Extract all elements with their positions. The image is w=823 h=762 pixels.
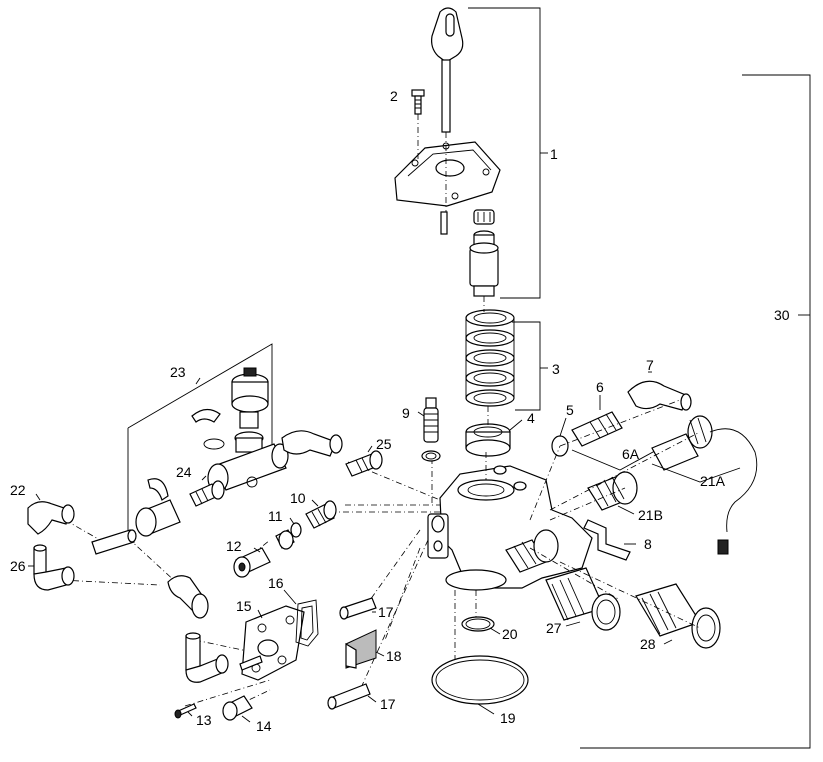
label-part-14: 14 [256,718,272,734]
label-part-19: 19 [500,710,516,726]
part-13-screw [174,703,197,719]
label-part-28: 28 [640,636,656,652]
label-part-3: 3 [552,361,560,377]
part-2-screw [411,89,425,165]
label-part-23: 23 [170,364,186,380]
part-14-cap [222,695,253,723]
bracket-3 [512,321,548,411]
part-9-injector [417,397,441,462]
label-part-6a: 6A [622,446,640,462]
part-19-oring [431,655,529,715]
label-part-17-upper: 17 [378,604,394,620]
part-6-fitting [571,395,623,447]
part-3-seal-stack [465,309,515,407]
label-part-7: 7 [646,357,654,373]
part-23-bypass-valve [135,367,343,537]
label-part-6: 6 [596,379,604,395]
bracket-1 [468,7,548,299]
label-part-12: 12 [226,538,242,554]
label-part-4: 4 [527,410,535,426]
part-17-stem-lower [327,683,377,710]
part-18-screen [345,629,385,669]
part-5-nozzle [551,417,569,457]
part-25-fitting [345,445,383,477]
part-24-connector [189,475,225,507]
label-part-10: 10 [290,490,306,506]
label-part-18: 18 [386,648,402,664]
tube-connector [91,529,137,555]
part-17-stem-upper [339,597,377,620]
bypass-pipe-assembly [167,575,229,683]
label-part-16: 16 [268,575,284,591]
label-part-26: 26 [10,558,26,574]
part-16-gasket [283,589,319,647]
label-part-21a: 21A [700,473,725,489]
label-part-1: 1 [550,146,558,162]
part-8-clip [583,519,636,561]
label-part-13: 13 [196,712,212,728]
label-part-30: 30 [774,307,790,323]
label-part-20: 20 [502,626,518,642]
part-22-elbow [27,493,75,535]
label-part-24: 24 [176,464,192,480]
bracket-30 [580,74,811,749]
bracket-23 [127,343,273,538]
label-part-22: 22 [10,482,26,498]
label-part-17-lower: 17 [380,696,396,712]
label-part-9: 9 [402,405,410,421]
part-4-ring [465,419,523,457]
label-part-27: 27 [546,620,562,636]
label-part-11: 11 [268,508,283,524]
part-15-plate [239,605,305,681]
label-part-25: 25 [376,436,392,452]
part-11-nut [275,517,302,550]
label-part-8: 8 [644,536,652,552]
part-10-fitting [305,499,337,529]
part-26-elbow [28,544,75,591]
part-20-oring [461,616,501,635]
label-part-2: 2 [390,88,398,104]
label-part-15: 15 [236,598,252,614]
part-7-elbow [627,371,692,411]
part-12-plug [233,547,271,578]
label-part-21b: 21B [638,507,663,523]
valve-body [427,465,593,591]
part-27-coupling [545,567,621,631]
label-part-5: 5 [566,402,574,418]
part-28-coupling [635,583,721,649]
part-1-control-assembly [394,7,501,297]
